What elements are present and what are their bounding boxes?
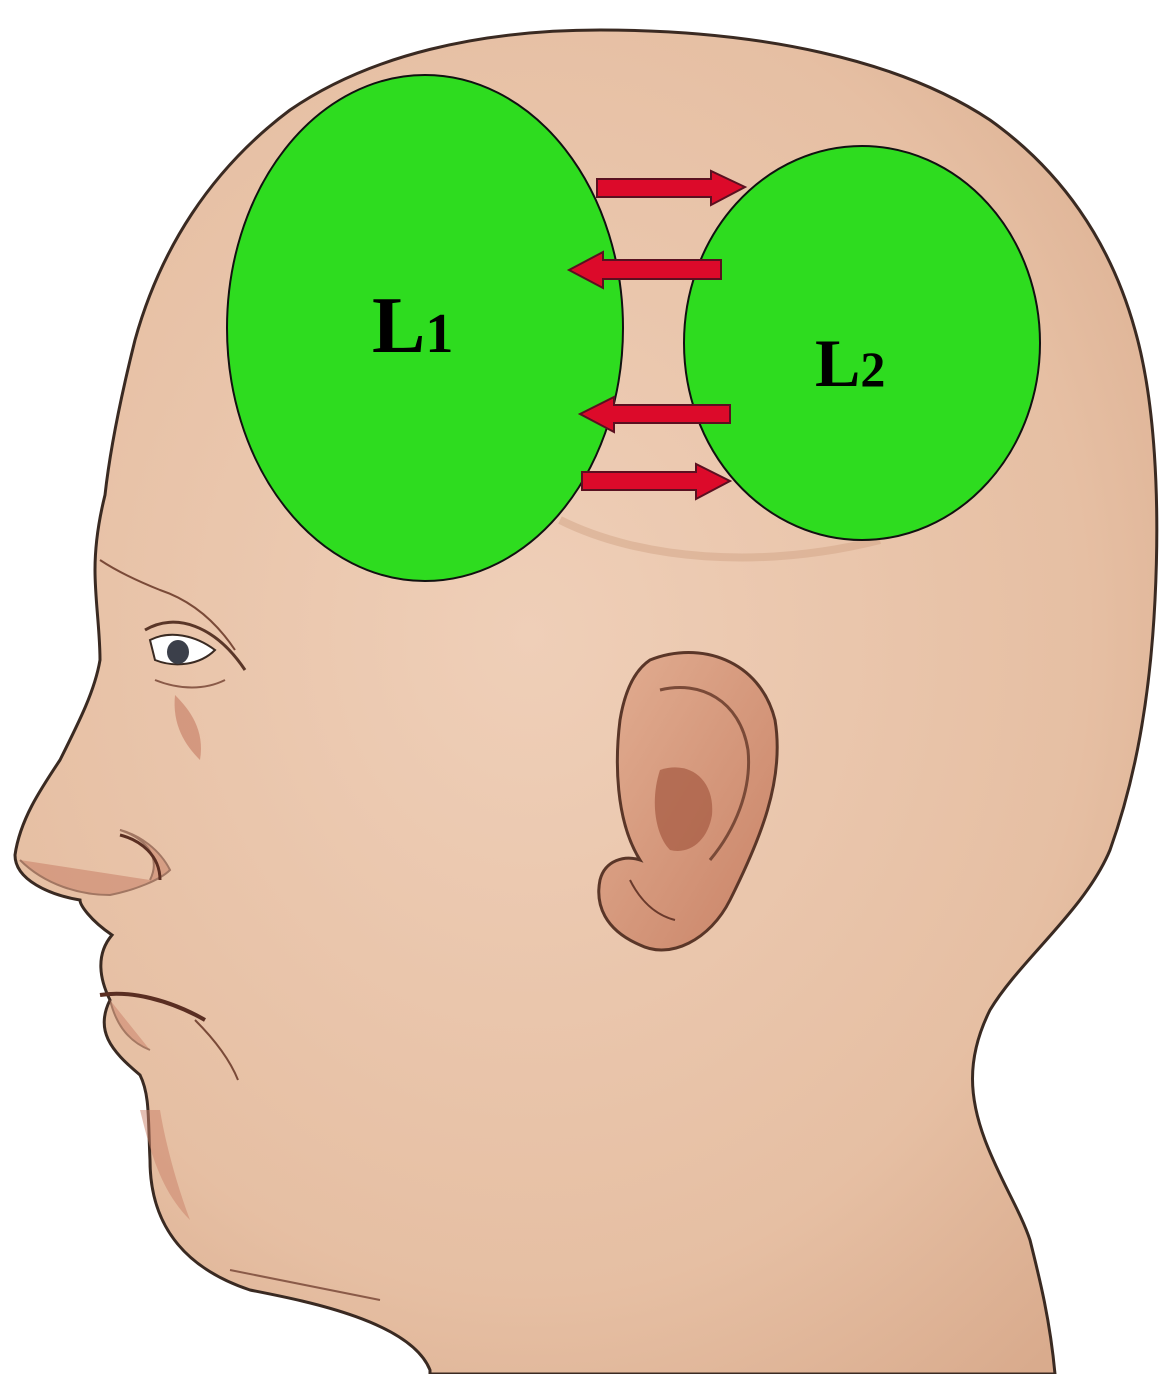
bubble-l1-letter: L — [372, 282, 425, 370]
bubble-l2-letter: L — [815, 325, 860, 401]
bubble-l2-subscript: 2 — [860, 341, 885, 397]
language-bubble-l2: L2 — [684, 146, 1040, 540]
language-bubble-l1: L1 — [227, 75, 623, 581]
bubble-l1-subscript: 1 — [425, 303, 453, 365]
